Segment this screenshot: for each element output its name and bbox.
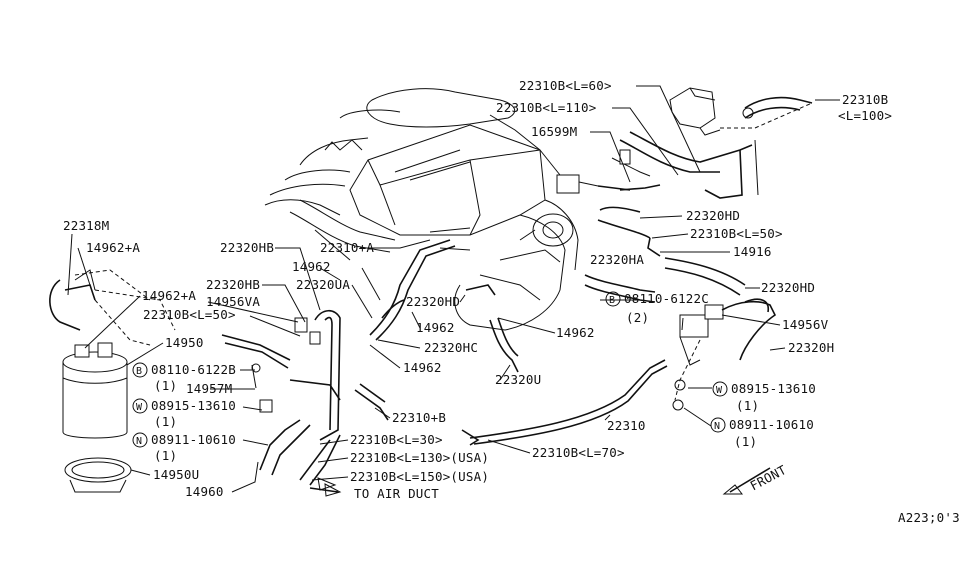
mark-w-1: W — [136, 402, 143, 413]
label-14962-1: 14962 — [292, 259, 331, 274]
label-22310b-l60: 22310B<L=60> — [519, 78, 612, 93]
label-14956v: 14956V — [782, 317, 829, 332]
label-14950: 14950 — [165, 335, 204, 350]
label-22310b-l130: 22310B<L=130>(USA) — [350, 450, 489, 465]
mark-n-2: N — [714, 421, 720, 432]
label-22310a: 22310+A — [320, 240, 374, 255]
label-22320hb-2: 22320HB — [206, 277, 260, 292]
label-22310b-l30: 22310B<L=30> — [350, 432, 443, 447]
label-14957m: 14957M — [186, 381, 232, 396]
mark-b-circle-1 — [605, 291, 621, 307]
label-qty-2: (2) — [626, 310, 649, 325]
label-qty-1-a: (1) — [154, 378, 177, 393]
label-22310b-top: 22310B — [842, 92, 888, 107]
label-22310-plus-b: 22310+B — [392, 410, 446, 425]
label-22310b-l50-l: 22310B<L=50> — [143, 307, 236, 322]
label-08110-6122b: 08110-6122B — [151, 362, 236, 377]
mark-w-circle-1 — [132, 398, 148, 414]
circled-marks: B B W W N N — [132, 291, 728, 448]
purge-lines — [221, 227, 668, 497]
label-to-air-duct: TO AIR DUCT — [354, 486, 439, 501]
mark-b-1: B — [609, 295, 615, 306]
label-22320ua: 22320UA — [296, 277, 350, 292]
label-14962-4: 14962 — [403, 360, 442, 375]
label-22320h: 22320H — [788, 340, 834, 355]
label-l100: <L=100> — [838, 108, 892, 123]
label-14962a-2: 14962+A — [142, 288, 196, 303]
label-22310b-l70: 22310B<L=70> — [532, 445, 625, 460]
label-qty-1-d: (1) — [154, 448, 177, 463]
label-08911-10610-l: 08911-10610 — [151, 432, 236, 447]
label-08915-13610-l: 08915-13610 — [151, 398, 236, 413]
front-arrow — [722, 467, 771, 495]
upper-right-assembly — [584, 87, 813, 411]
label-22318m: 22318M — [63, 218, 109, 233]
label-22320ha: 22320HA — [590, 252, 644, 267]
label-22320hd-1: 22320HD — [686, 208, 740, 223]
label-14962-2: 14962 — [416, 320, 455, 335]
label-22320hd-2: 22320HD — [761, 280, 815, 295]
label-qty-1-c: (1) — [736, 398, 759, 413]
label-14960: 14960 — [185, 484, 224, 499]
label-22320u: 22320U — [495, 372, 541, 387]
label-14916: 14916 — [733, 244, 772, 259]
label-22310: 22310 — [607, 418, 646, 433]
mark-w-circle-2 — [712, 381, 728, 397]
label-22320hd-3: 22320HD — [406, 294, 460, 309]
label-22320hb-1: 22320HB — [220, 240, 274, 255]
canister-assembly — [49, 269, 176, 493]
label-08915-13610-r: 08915-13610 — [731, 381, 816, 396]
label-qty-1-b: (1) — [154, 414, 177, 429]
engine-outline — [264, 88, 631, 331]
label-qty-1-e: (1) — [734, 434, 757, 449]
label-22310b-l110: 22310B<L=110> — [496, 100, 596, 115]
label-16599m: 16599M — [531, 124, 577, 139]
label-08110-6122c: 08110-6122C — [624, 291, 709, 306]
label-14956va: 14956VA — [206, 294, 260, 309]
label-front: FRONT — [748, 462, 789, 494]
label-08911-10610-r: 08911-10610 — [729, 417, 814, 432]
mark-w-2: W — [716, 385, 723, 396]
label-diagram-code: A223;0'3 — [898, 510, 960, 525]
part-labels: 22310B<L=60> 22310B<L=110> 16599M 22310B… — [63, 78, 960, 525]
mark-b-2: B — [136, 366, 142, 377]
label-22310b-l50-r: 22310B<L=50> — [690, 226, 783, 241]
leader-lines — [67, 85, 840, 493]
mark-n-circle-2 — [710, 417, 726, 433]
mark-b-circle-2 — [132, 362, 148, 378]
label-14962-3: 14962 — [556, 325, 595, 340]
label-22310b-l150: 22310B<L=150>(USA) — [350, 469, 489, 484]
label-22320hc: 22320HC — [424, 340, 478, 355]
label-14962a-1: 14962+A — [86, 240, 140, 255]
mark-n-circle-1 — [132, 432, 148, 448]
label-14950u: 14950U — [153, 467, 199, 482]
mark-n-1: N — [136, 436, 142, 447]
